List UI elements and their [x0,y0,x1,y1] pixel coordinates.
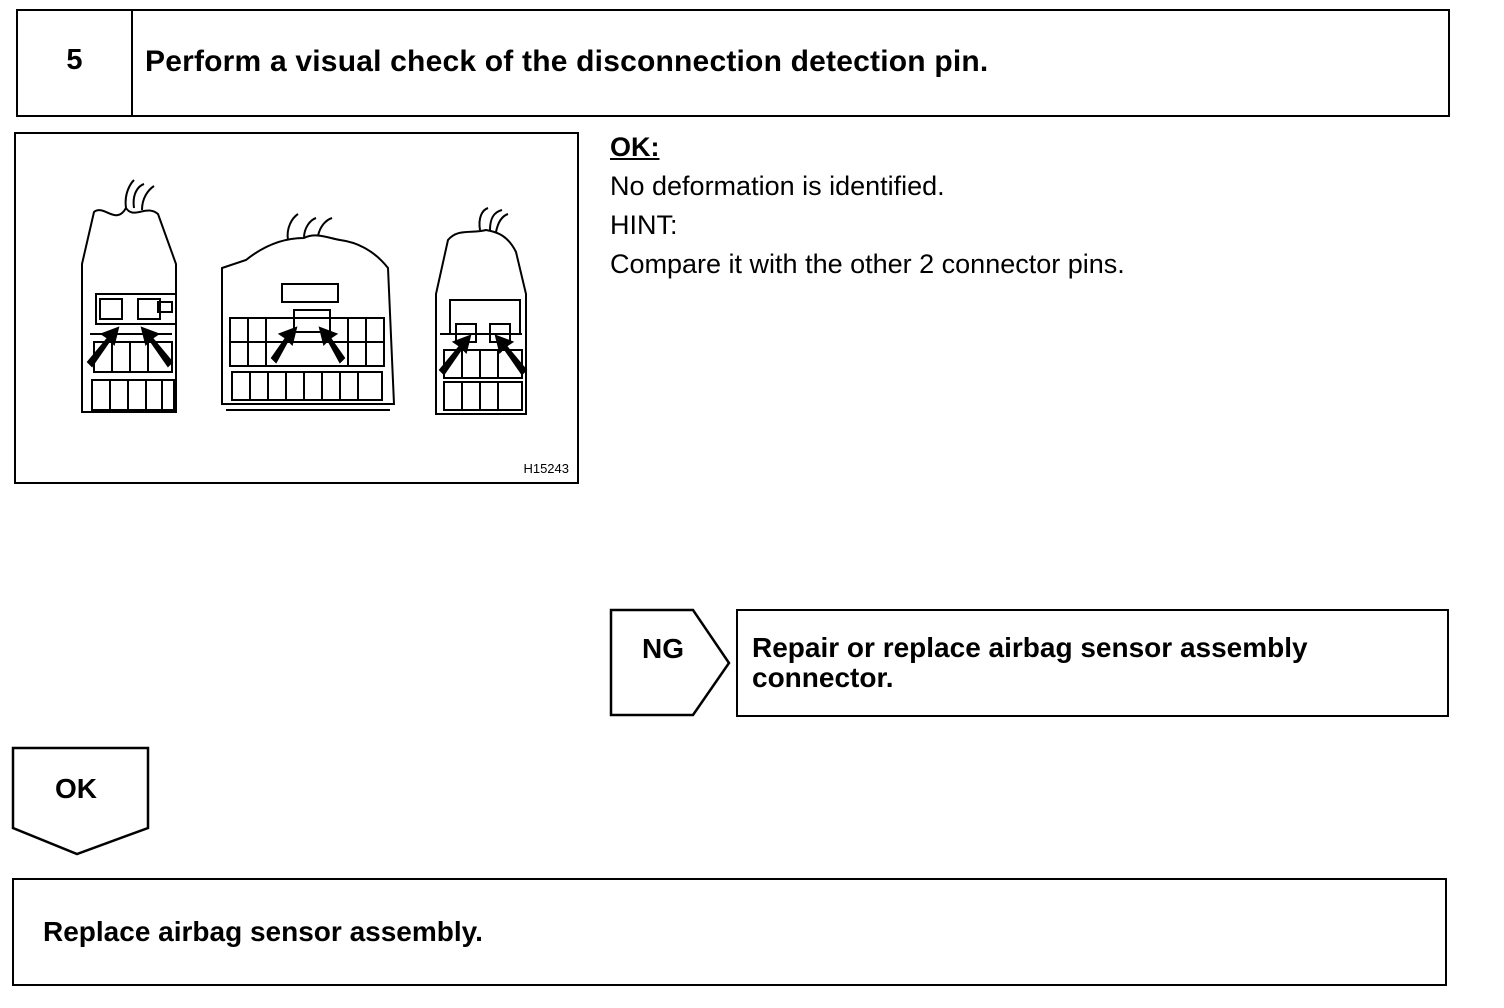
step-number: 5 [66,43,83,76]
right-connector [435,207,527,415]
ng-action-box: Repair or replace airbag sensor assembly… [736,609,1449,717]
left-connector [81,179,177,413]
ok-arrow-shape [11,746,150,856]
middle-connector [221,213,396,411]
arrow-icon [86,326,528,376]
final-action-text: Replace airbag sensor assembly. [43,916,483,947]
ng-action-text: Repair or replace airbag sensor assembly… [752,632,1308,693]
connector-diagram-icon [81,179,528,415]
ng-label: NG [642,633,684,664]
hint-text: Compare it with the other 2 connector pi… [610,249,1125,279]
ok-label: OK: [610,132,660,162]
ng-arrow-shape [609,608,731,717]
figure-code: H15243 [523,461,569,476]
ok-text: No deformation is identified. [610,171,945,201]
step-number-cell: 5 [18,11,133,115]
connector-figure: H15243 [14,132,579,484]
step-header: 5 Perform a visual check of the disconne… [16,9,1450,117]
step-title: Perform a visual check of the disconnect… [145,45,989,78]
ok-flow-label: OK [55,773,97,804]
final-action-box: Replace airbag sensor assembly. [12,878,1447,986]
hint-label: HINT: [610,210,678,240]
